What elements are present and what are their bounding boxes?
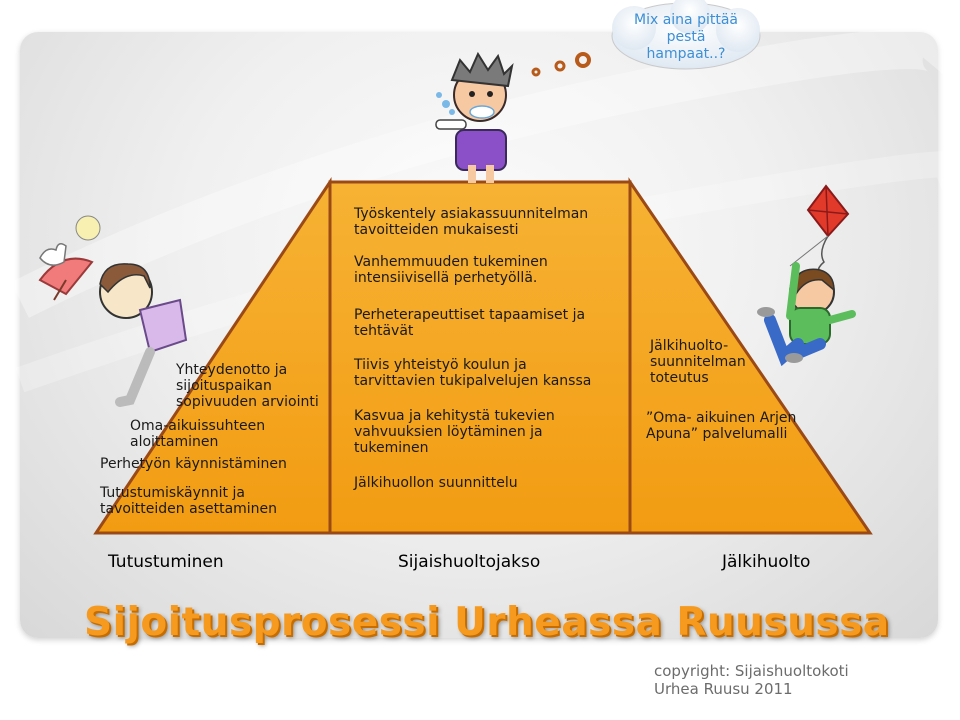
text-line: Perhetyön käynnistäminen [100, 456, 287, 472]
text-line: intensiivisellä perhetyöllä. [354, 270, 538, 286]
middle-item-school: Tiivis yhteistyö koulun ja tarvittavien … [354, 357, 591, 389]
text-line: vahvuuksien löytäminen ja [354, 424, 543, 440]
text-line: tarvittavien tukipalvelujen kanssa [354, 373, 592, 389]
pyramid-right-section [628, 177, 873, 535]
middle-item-parenting: Vanhemmuuden tukeminen intensiivisellä p… [354, 254, 548, 286]
middle-item-therapy: Perheterapeuttiset tapaamiset ja tehtävä… [354, 307, 585, 339]
thought-dot-icon [575, 52, 591, 68]
copyright-text: copyright: Sijaishuoltokoti Urhea Ruusu … [654, 662, 849, 698]
left-item-visits: Tutustumiskäynnit ja tavoitteiden asetta… [100, 485, 277, 517]
text-line: suunnitelman [650, 354, 746, 370]
right-item-aftercare-plan: Jälkihuolto- suunnitelman toteutus [650, 338, 746, 386]
bubble-line: pestä [666, 29, 706, 45]
text-line: sopivuuden arviointi [176, 394, 319, 410]
stage-label-placement: Sijaishuoltojakso [398, 552, 541, 572]
copyright-line: copyright: Sijaishuoltokoti [654, 662, 849, 680]
speech-bubble-text: Mix aina pittää pestä hampaat..? [622, 12, 750, 63]
text-line: Oma-aikuissuhteen [130, 418, 266, 434]
text-line: Työskentely asiakassuunnitelman [354, 206, 589, 222]
thought-dot-icon [531, 67, 541, 77]
text-line: Yhteydenotto ja [176, 362, 288, 378]
left-item-contact: Yhteydenotto ja sijoituspaikan sopivuude… [176, 362, 319, 410]
text-line: Tiivis yhteistyö koulun ja [354, 357, 527, 373]
page-title: Sijoitusprosessi Urheassa Ruusussa [84, 600, 890, 645]
right-item-service-model: ”Oma- aikuinen Arjen Apuna” palvelumalli [646, 410, 796, 442]
bubble-line: hampaat..? [646, 46, 726, 62]
pyramid-middle-section [328, 180, 632, 535]
text-line: Tutustumiskäynnit ja [100, 485, 245, 501]
copyright-line: Urhea Ruusu 2011 [654, 680, 793, 698]
text-line: Apuna” palvelumalli [646, 426, 788, 442]
text-line: Perheterapeuttiset tapaamiset ja [354, 307, 586, 323]
left-item-family-work: Perhetyön käynnistäminen [100, 456, 287, 472]
text-line: Jälkihuolto- [650, 338, 729, 354]
text-line: tavoitteiden asettaminen [100, 501, 278, 517]
text-line: toteutus [650, 370, 709, 386]
text-line: tehtävät [354, 323, 414, 339]
cloud-bubble-icon [611, 0, 761, 70]
middle-item-strengths: Kasvua ja kehitystä tukevien vahvuuksien… [354, 408, 555, 456]
thought-dot-icon [554, 60, 566, 72]
left-item-relationship: Oma-aikuissuhteen aloittaminen [130, 418, 265, 450]
stage-label-aftercare: Jälkihuolto [722, 552, 811, 572]
text-line: ”Oma- aikuinen Arjen [646, 410, 797, 426]
text-line: Vanhemmuuden tukeminen [354, 254, 548, 270]
bubble-line: Mix aina pittää [634, 12, 738, 28]
text-line: Jälkihuollon suunnittelu [354, 475, 518, 491]
text-line: Kasvua ja kehitystä tukevien [354, 408, 555, 424]
middle-item-client-plan: Työskentely asiakassuunnitelman tavoitte… [354, 206, 588, 238]
middle-item-aftercare-planning: Jälkihuollon suunnittelu [354, 475, 518, 491]
text-line: tukeminen [354, 440, 429, 456]
stage-label-introduction: Tutustuminen [108, 552, 224, 572]
text-line: tavoitteiden mukaisesti [354, 222, 519, 238]
text-line: aloittaminen [130, 434, 219, 450]
text-line: sijoituspaikan [176, 378, 272, 394]
